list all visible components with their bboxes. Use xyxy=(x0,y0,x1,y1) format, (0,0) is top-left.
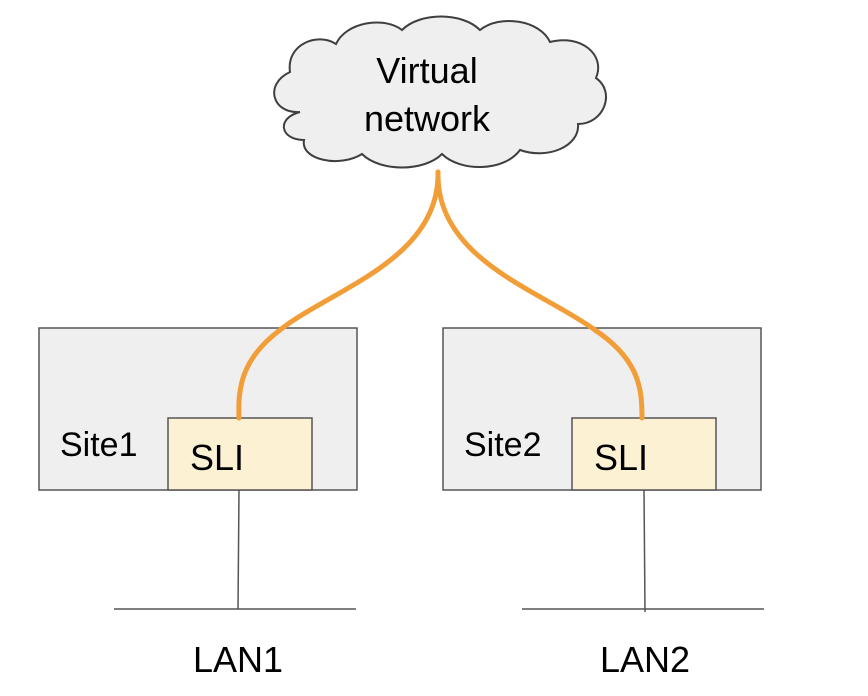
lan2-drop-wire xyxy=(643,489,646,613)
cloud-label-line2: network xyxy=(364,98,491,139)
site1-sli-box xyxy=(167,417,313,491)
tunnel-site2 xyxy=(435,169,645,421)
site2-sli-label: SLI xyxy=(594,437,648,478)
lan1: LAN1 xyxy=(114,489,356,680)
lan1-drop-wire xyxy=(237,489,240,610)
site1-sli-label: SLI xyxy=(190,437,244,478)
cloud-shape xyxy=(273,15,607,169)
site2-sli-box xyxy=(571,417,717,491)
site2: Site2 SLI xyxy=(442,327,762,491)
lan2: LAN2 xyxy=(522,489,764,680)
lan2-label: LAN2 xyxy=(600,639,690,680)
site1-label: Site1 xyxy=(60,426,138,464)
tunnel-site1 xyxy=(236,169,441,421)
lan1-label: LAN1 xyxy=(193,639,283,680)
virtual-network-cloud: Virtual network xyxy=(273,15,607,169)
cloud-label-line1: Virtual xyxy=(376,50,477,91)
site2-label: Site2 xyxy=(464,426,542,464)
site1: Site1 SLI xyxy=(38,327,358,491)
